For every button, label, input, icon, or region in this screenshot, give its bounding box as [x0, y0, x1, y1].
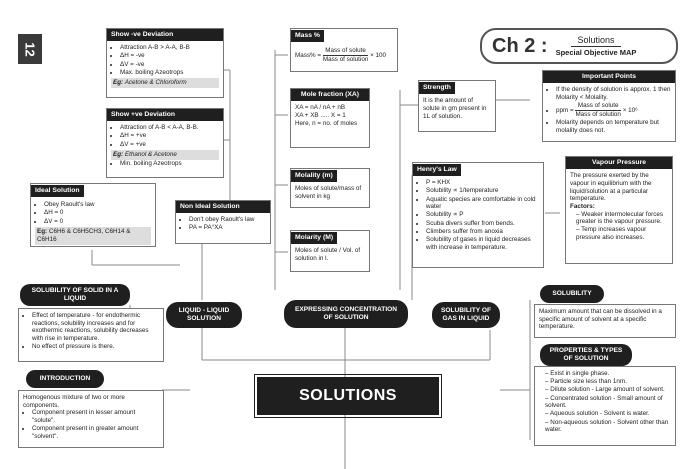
mole-fraction-box: Mole fraction (XA) XA = nA / nA + nB XA …: [290, 88, 370, 148]
ideal-solution-box: Ideal Solution Obey Raoult's law ΔH = 0 …: [30, 183, 156, 247]
page-number: 12: [18, 34, 42, 64]
vapour-pressure-box: Vapour Pressure The pressure exerted by …: [565, 156, 673, 264]
solid-in-liquid-pill: SOLUBILITY OF SOLID IN A LIQUID: [20, 284, 130, 306]
box-title: Strength: [419, 82, 455, 95]
chapter-subtitle: Special Objective MAP: [555, 48, 637, 57]
non-ideal-solution-box: Non Ideal Solution Don't obey Raoult's l…: [175, 200, 271, 244]
negative-deviation-box: Show -ve Deviation Attraction A-B > A-A,…: [106, 28, 224, 98]
example: Eg: Acetone & Chloroform: [111, 78, 219, 89]
solubility-pill: SOLUBILITY: [540, 285, 604, 303]
liquid-liquid-pill: LIQUID - LIQUID SOLUTION: [166, 302, 242, 328]
chapter-title: Ch 2 :: [492, 34, 548, 57]
box-title: Ideal Solution: [31, 185, 84, 198]
box-title: Show +ve Deviation: [107, 109, 223, 122]
molarity-box: Molarity (M) Moles of solute / Vol. of s…: [290, 230, 370, 272]
molality-box: Molality (m) Moles of solute/mass of sol…: [290, 168, 370, 208]
box-title: Non Ideal Solution: [176, 201, 270, 214]
henrys-law-box: Henry's Law P = KHX Solubility ∝ 1/tempe…: [412, 162, 544, 268]
properties-pill: PROPERTIES & TYPES OF SOLUTION: [540, 344, 632, 366]
example: Eg: Ethanol & Acetone: [111, 150, 219, 160]
center-title: SOLUTIONS: [254, 374, 442, 418]
positive-deviation-box: Show +ve Deviation Attraction of A-B < A…: [106, 108, 224, 178]
introduction-box: Homogenous mixture of two or more compon…: [18, 390, 164, 448]
chapter-header: Ch 2 : Solutions Special Objective MAP: [480, 28, 678, 64]
important-points-box: Important Points If the density of solut…: [542, 70, 676, 142]
introduction-pill: INTRODUCTION: [26, 370, 104, 388]
box-title: Show -ve Deviation: [107, 29, 223, 42]
gas-in-liquid-pill: SOLUBILITY OF GAS IN LIQUID: [432, 302, 500, 328]
box-title: Henry's Law: [413, 164, 461, 177]
box-title: Molality (m): [291, 170, 337, 183]
solid-in-liquid-box: Effect of temperature - for endothermic …: [18, 308, 164, 362]
strength-box: Strength It is the amount of solute in g…: [418, 80, 496, 132]
box-title: Mole fraction (XA): [291, 89, 369, 102]
box-title: Mass %: [291, 30, 324, 43]
expressing-concentration-pill: EXPRESSING CONCENTRATION OF SOLUTION: [284, 300, 408, 328]
box-title: Vapour Pressure: [566, 157, 672, 170]
solubility-box: Maximum amount that can be dissolved in …: [534, 304, 676, 338]
box-title: Molarity (M): [291, 232, 338, 245]
example: Eg: C6H6 & C6H5CH3, C6H14 & C6H16: [35, 227, 151, 245]
properties-box: Exist in single phase. Particle size les…: [534, 366, 676, 446]
chapter-subject: Solutions: [571, 35, 621, 47]
box-title: Important Points: [543, 71, 675, 84]
